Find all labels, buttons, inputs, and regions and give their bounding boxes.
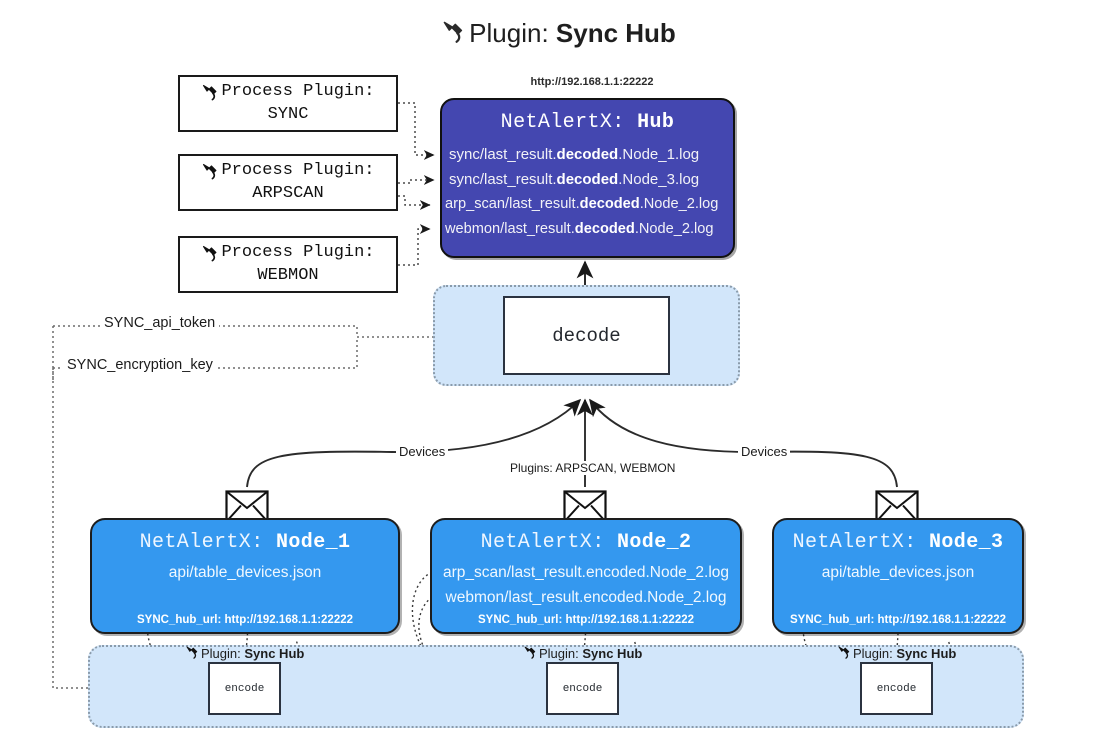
decode-box[interactable]: decode	[503, 296, 670, 375]
encode-plugin-prefix: Plugin:	[539, 646, 583, 661]
process-plugin-name: SYNC	[267, 104, 309, 124]
page-title: Plugin: Sync Hub	[0, 18, 1117, 49]
node-name: Node_2	[617, 531, 692, 554]
encode-plugin-label-1: Plugin: Sync Hub	[185, 645, 304, 661]
title-name: Sync Hub	[555, 18, 676, 48]
node-line-list: api/table_devices.json	[774, 560, 1022, 585]
log-emphasis: decoded	[579, 196, 640, 212]
edge-label-devices-right: Devices	[738, 444, 791, 459]
node-app-label: NetAlertX:	[480, 531, 617, 554]
node-name: Node_3	[929, 531, 1004, 554]
plug-icon	[523, 645, 538, 660]
log-prefix: sync/last_result.	[449, 171, 557, 188]
log-emphasis: decoded	[574, 221, 635, 237]
log-emphasis: decoded	[556, 146, 619, 163]
process-plugin-arpscan[interactable]: Process Plugin: ARPSCAN	[178, 154, 398, 211]
node-line: webmon/last_result.encoded.Node_2.log	[445, 589, 727, 606]
node-line-list: arp_scan/last_result.encoded.Node_2.log …	[432, 560, 740, 610]
log-suffix: .Node_3.log	[618, 171, 700, 188]
log-prefix: sync/last_result.	[449, 146, 557, 163]
hub-log-row: sync/last_result.decoded.Node_3.log	[442, 167, 733, 192]
hub-node[interactable]: NetAlertX: Hub sync/last_result.decoded.…	[440, 98, 735, 258]
hub-log-row: webmon/last_result.decoded.Node_2.log	[442, 217, 733, 242]
process-plugin-name: ARPSCAN	[252, 183, 324, 203]
log-prefix: arp_scan/last_result.	[445, 196, 580, 212]
log-emphasis: decoded	[556, 171, 619, 188]
plug-icon	[837, 645, 852, 660]
sync-api-token-label: SYNC_api_token	[100, 315, 220, 331]
node-hub-url: SYNC_hub_url: http://192.168.1.1:22222	[477, 614, 695, 626]
process-plugin-label: Process Plugin:	[221, 242, 375, 262]
log-suffix: .Node_1.log	[618, 146, 700, 163]
title-prefix: Plugin:	[469, 18, 556, 48]
hub-url-label: http://192.168.1.1:22222	[530, 76, 654, 88]
process-plugin-label: Process Plugin:	[221, 160, 375, 180]
log-prefix: webmon/last_result.	[445, 221, 575, 237]
node-line: api/table_devices.json	[821, 564, 975, 581]
hub-log-list: sync/last_result.decoded.Node_1.log sync…	[442, 142, 733, 242]
node-box-node-2[interactable]: NetAlertX: Node_2 arp_scan/last_result.e…	[430, 518, 742, 634]
node-line: api/table_devices.json	[168, 564, 322, 581]
hub-log-row: sync/last_result.decoded.Node_1.log	[442, 142, 733, 167]
encode-plugin-name: Sync Hub	[244, 646, 305, 661]
encode-plugin-prefix: Plugin:	[853, 646, 897, 661]
node-name: Node_1	[276, 531, 351, 554]
node-box-node-3[interactable]: NetAlertX: Node_3 api/table_devices.json…	[772, 518, 1024, 634]
edge-label-plugins: Plugins: ARPSCAN, WEBMON	[507, 461, 679, 475]
encode-plugin-label-2: Plugin: Sync Hub	[523, 645, 642, 661]
hub-title: NetAlertX: Hub	[442, 111, 733, 134]
plug-icon	[441, 19, 467, 45]
node-hub-url: SYNC_hub_url: http://192.168.1.1:22222	[789, 614, 1007, 626]
encode-plugin-label-3: Plugin: Sync Hub	[837, 645, 956, 661]
process-plugin-sync[interactable]: Process Plugin: SYNC	[178, 75, 398, 132]
node-title: NetAlertX: Node_2	[432, 531, 740, 554]
plug-icon	[185, 645, 200, 660]
sync-encryption-key-label: SYNC_encryption_key	[63, 357, 217, 373]
log-suffix: .Node_2.log	[634, 221, 714, 237]
node-title: NetAlertX: Node_1	[92, 531, 398, 554]
hub-name: Hub	[637, 111, 675, 134]
process-plugin-webmon[interactable]: Process Plugin: WEBMON	[178, 236, 398, 293]
encode-box-3[interactable]: encode	[860, 662, 933, 715]
plug-icon	[201, 244, 220, 263]
encode-box-2[interactable]: encode	[546, 662, 619, 715]
node-app-label: NetAlertX:	[139, 531, 276, 554]
hub-app-label: NetAlertX:	[500, 111, 638, 134]
plug-icon	[201, 162, 220, 181]
node-app-label: NetAlertX:	[792, 531, 929, 554]
node-title: NetAlertX: Node_3	[774, 531, 1022, 554]
edge-label-devices-left: Devices	[396, 444, 449, 459]
process-plugin-label: Process Plugin:	[221, 81, 375, 101]
node-hub-url: SYNC_hub_url: http://192.168.1.1:22222	[136, 614, 354, 626]
process-plugin-name: WEBMON	[257, 265, 319, 285]
encode-box-1[interactable]: encode	[208, 662, 281, 715]
encode-plugin-name: Sync Hub	[582, 646, 643, 661]
node-line-list: api/table_devices.json	[92, 560, 398, 585]
log-suffix: .Node_2.log	[639, 196, 719, 212]
encode-plugin-name: Sync Hub	[896, 646, 957, 661]
node-box-node-1[interactable]: NetAlertX: Node_1 api/table_devices.json…	[90, 518, 400, 634]
plug-icon	[201, 83, 220, 102]
node-line: arp_scan/last_result.encoded.Node_2.log	[442, 564, 730, 581]
encode-plugin-prefix: Plugin:	[201, 646, 245, 661]
hub-log-row: arp_scan/last_result.decoded.Node_2.log	[442, 192, 733, 217]
